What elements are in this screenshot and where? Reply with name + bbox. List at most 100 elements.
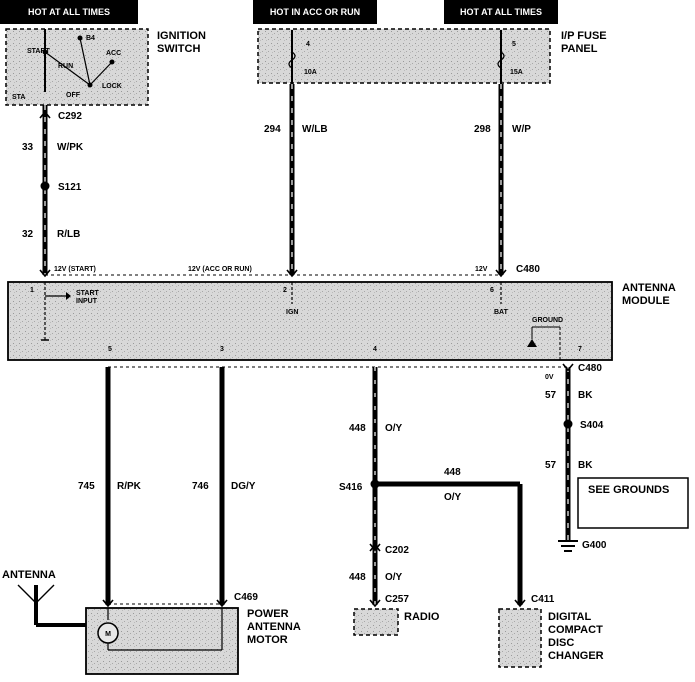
ignition-switch-name-1: IGNITION	[157, 30, 206, 42]
wire-448b-color: O/Y	[444, 492, 462, 503]
antenna-icon	[17, 584, 86, 627]
module-bat: BAT	[494, 309, 509, 316]
cd-changer-name-2: COMPACT	[548, 624, 603, 636]
cd-changer-name-3: DISC	[548, 637, 574, 649]
wire-294-number: 294	[264, 124, 281, 135]
connector-arrow	[216, 599, 228, 608]
wire-448a-number: 448	[349, 423, 366, 434]
radio-box	[353, 608, 399, 636]
module-pin-2: 2	[283, 287, 287, 294]
connector-arrow	[562, 363, 574, 372]
wire-448a-color: O/Y	[385, 423, 403, 434]
connector-c202: C202	[385, 545, 409, 556]
connector-arrow	[369, 599, 381, 608]
header-text: HOT AT ALL TIMES	[28, 7, 110, 17]
module-start-input-2: INPUT	[76, 298, 98, 305]
wire-33-number: 33	[22, 142, 34, 153]
module-12v: 12V	[475, 266, 488, 273]
module-start-input-1: START	[76, 290, 100, 297]
switch-pos-start: START	[27, 48, 51, 55]
header-text: HOT AT ALL TIMES	[460, 7, 542, 17]
wire-448b-number: 448	[444, 467, 461, 478]
module-pin-5: 5	[108, 346, 112, 353]
fuse-left-id: 4	[306, 41, 310, 48]
connector-arrow	[102, 599, 114, 608]
module-12v-acc-run: 12V (ACC OR RUN)	[188, 266, 252, 273]
radio-label: RADIO	[404, 611, 440, 623]
motor-name-3: MOTOR	[247, 634, 288, 646]
ignition-switch: START B4 ACC RUN LOCK OFF STA	[5, 28, 149, 106]
header-hot-at-all-times-left: HOT AT ALL TIMES	[0, 0, 138, 24]
connector-c411: C411	[531, 594, 555, 605]
connector-arrow	[39, 269, 51, 278]
splice-s416: S416	[339, 482, 363, 493]
splice-s416-dot	[370, 479, 380, 489]
wire-33-color: W/PK	[57, 142, 84, 153]
motor-name-1: POWER	[247, 608, 289, 620]
wire-32-number: 32	[22, 229, 34, 240]
header-hot-at-all-times-right: HOT AT ALL TIMES	[444, 0, 558, 24]
header-text: HOT IN ACC OR RUN	[270, 7, 360, 17]
connector-c257: C257	[385, 594, 409, 605]
module-ign: IGN	[286, 309, 298, 316]
wire-298-color: W/P	[512, 124, 531, 135]
switch-pos-sta: STA	[12, 94, 25, 101]
power-antenna-motor: M	[85, 607, 239, 675]
splice-s404: S404	[580, 420, 604, 431]
connector-arrow	[286, 269, 298, 278]
wire-448c-number: 448	[349, 572, 366, 583]
cd-changer-box	[498, 608, 542, 668]
antenna-module-name-2: MODULE	[622, 295, 670, 307]
switch-pos-acc: ACC	[106, 50, 121, 57]
connector-c292-symbol	[39, 110, 51, 119]
cd-changer-name-4: CHANGER	[548, 650, 604, 662]
wire-32-color: R/LB	[57, 229, 80, 240]
wire-448	[372, 367, 523, 605]
splice-s121-dot	[40, 181, 50, 191]
switch-pos-off: OFF	[66, 92, 81, 99]
module-pin-6: 6	[490, 287, 494, 294]
motor-symbol-label: M	[105, 631, 111, 638]
fuse-panel-name-1: I/P FUSE	[561, 30, 607, 42]
antenna-module: 1 START INPUT 2 IGN 6 BAT GROUND 5 3 4 7	[7, 281, 613, 361]
connector-c480-right: C480	[578, 363, 602, 374]
fuse-right-id: 5	[512, 41, 516, 48]
module-pin-4: 4	[373, 346, 377, 353]
ground-g400-symbol	[558, 540, 578, 552]
module-pin-7: 7	[578, 346, 582, 353]
ground-g400: G400	[582, 540, 607, 551]
module-ground: GROUND	[532, 317, 563, 324]
module-0v: 0V	[545, 374, 554, 381]
cd-changer-name-1: DIGITAL	[548, 611, 591, 623]
connector-c202-symbol	[369, 543, 381, 552]
fuse-panel-name-2: PANEL	[561, 43, 598, 55]
header-hot-in-acc-or-run: HOT IN ACC OR RUN	[253, 0, 377, 24]
wire-294-color: W/LB	[302, 124, 328, 135]
wire-57a-color: BK	[578, 390, 593, 401]
antenna-label: ANTENNA	[2, 569, 56, 581]
ip-fuse-panel: 4 10A 5 15A	[257, 28, 551, 84]
module-pin-3: 3	[220, 346, 224, 353]
switch-pos-b4: B4	[86, 35, 95, 42]
switch-pos-lock: LOCK	[102, 83, 122, 90]
motor-name-2: ANTENNA	[247, 621, 301, 633]
wire-298-number: 298	[474, 124, 491, 135]
wire-745-color: R/PK	[117, 481, 142, 492]
wire-57b-color: BK	[578, 460, 593, 471]
fuse-left-rating: 10A	[304, 69, 317, 76]
fuse-right-rating: 15A	[510, 69, 523, 76]
wire-57b-number: 57	[545, 460, 557, 471]
ignition-switch-name-2: SWITCH	[157, 43, 200, 55]
connector-arrow	[495, 269, 507, 278]
wire-746-color: DG/Y	[231, 481, 256, 492]
module-pin-1: 1	[30, 287, 34, 294]
wire-746-number: 746	[192, 481, 209, 492]
see-grounds-box	[577, 477, 689, 529]
switch-pos-run: RUN	[58, 63, 73, 70]
wire-448c-color: O/Y	[385, 572, 403, 583]
connector-c292: C292	[58, 111, 82, 122]
antenna-module-name-1: ANTENNA	[622, 282, 676, 294]
see-grounds-label: SEE GROUNDS	[588, 484, 669, 496]
splice-s121: S121	[58, 182, 82, 193]
